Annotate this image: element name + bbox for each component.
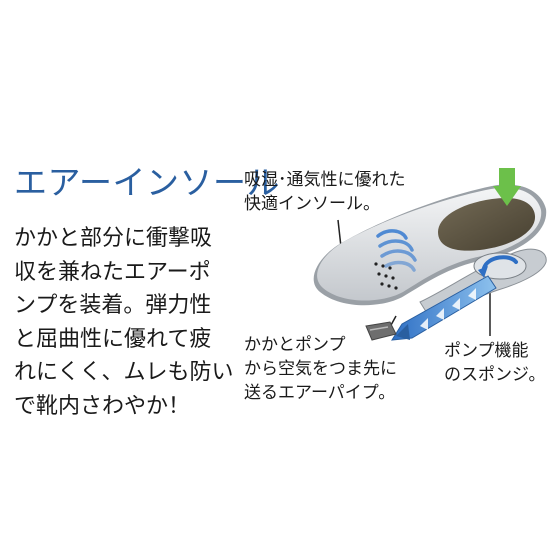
description-line: かかと部分に衝撃吸 (14, 226, 213, 251)
label-line: 送るエアーパイプ。 (244, 383, 396, 403)
air-pipe (391, 275, 497, 341)
label-line: から空気をつま先に (244, 359, 397, 379)
description-line: と屈曲性に優れて疲 (14, 326, 212, 352)
heel-pad (438, 197, 536, 251)
perforations (374, 262, 398, 290)
airflow-waves (376, 229, 417, 272)
label-air-pipe: かかとポンプ から空気をつま先に 送るエアーパイプ。 (244, 333, 397, 405)
description-line: で靴内さわやか！ (14, 393, 191, 419)
flow-arrow-icon (396, 324, 410, 340)
description-line: ンプを装着。弾力性 (14, 293, 212, 318)
description-line: れにくく、ムレも防い (14, 360, 234, 385)
insole-top (313, 184, 547, 306)
product-description: かかと部分に衝撃吸 収を兼ねたエアーポ ンプを装着。弾力性 と屈曲性に優れて疲 … (14, 222, 236, 423)
label-absorbent-insole: 吸湿･通気性に優れた 快適インソール。 (244, 168, 406, 216)
label-line: ポンプ機能 (444, 341, 529, 361)
toe-connector (365, 321, 397, 341)
page-title: エアーインソール (14, 163, 281, 202)
air-intake-arrow-icon (493, 168, 521, 206)
label-line: のスポンジ。 (444, 365, 546, 385)
label-line: 吸湿･通気性に優れた (244, 170, 406, 190)
description-line: 収を兼ねたエアーポ (14, 259, 211, 285)
label-line: 快適インソール。 (244, 194, 380, 214)
pump-sponge (473, 252, 527, 280)
label-pump-sponge: ポンプ機能 のスポンジ。 (444, 339, 546, 387)
label-line: かかとポンプ (244, 335, 346, 355)
